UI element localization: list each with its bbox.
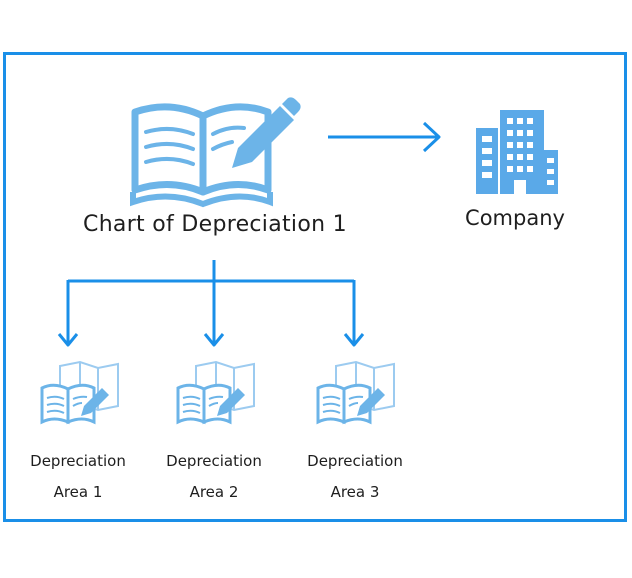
building-icon <box>476 110 558 194</box>
map-book-pencil-icon <box>40 360 119 425</box>
map-book-pencil-icon <box>176 360 255 425</box>
open-book-pencil-icon <box>130 97 301 208</box>
area-2-label-line2: Area 2 <box>189 483 239 501</box>
arrow-to-company <box>328 121 441 153</box>
chart-of-depreciation-label: Chart of Depreciation 1 <box>83 212 347 237</box>
map-book-pencil-icon <box>316 360 395 425</box>
branch-connectors <box>57 260 365 347</box>
company-label: Company <box>465 206 565 230</box>
area-1-label-line2: Area 1 <box>53 483 103 501</box>
area-2-label-line1: Depreciation <box>166 452 262 470</box>
diagram-frame <box>3 52 627 522</box>
area-1-label-line1: Depreciation <box>30 452 126 470</box>
area-3-label-line1: Depreciation <box>307 452 403 470</box>
area-3-label-line2: Area 3 <box>330 483 380 501</box>
